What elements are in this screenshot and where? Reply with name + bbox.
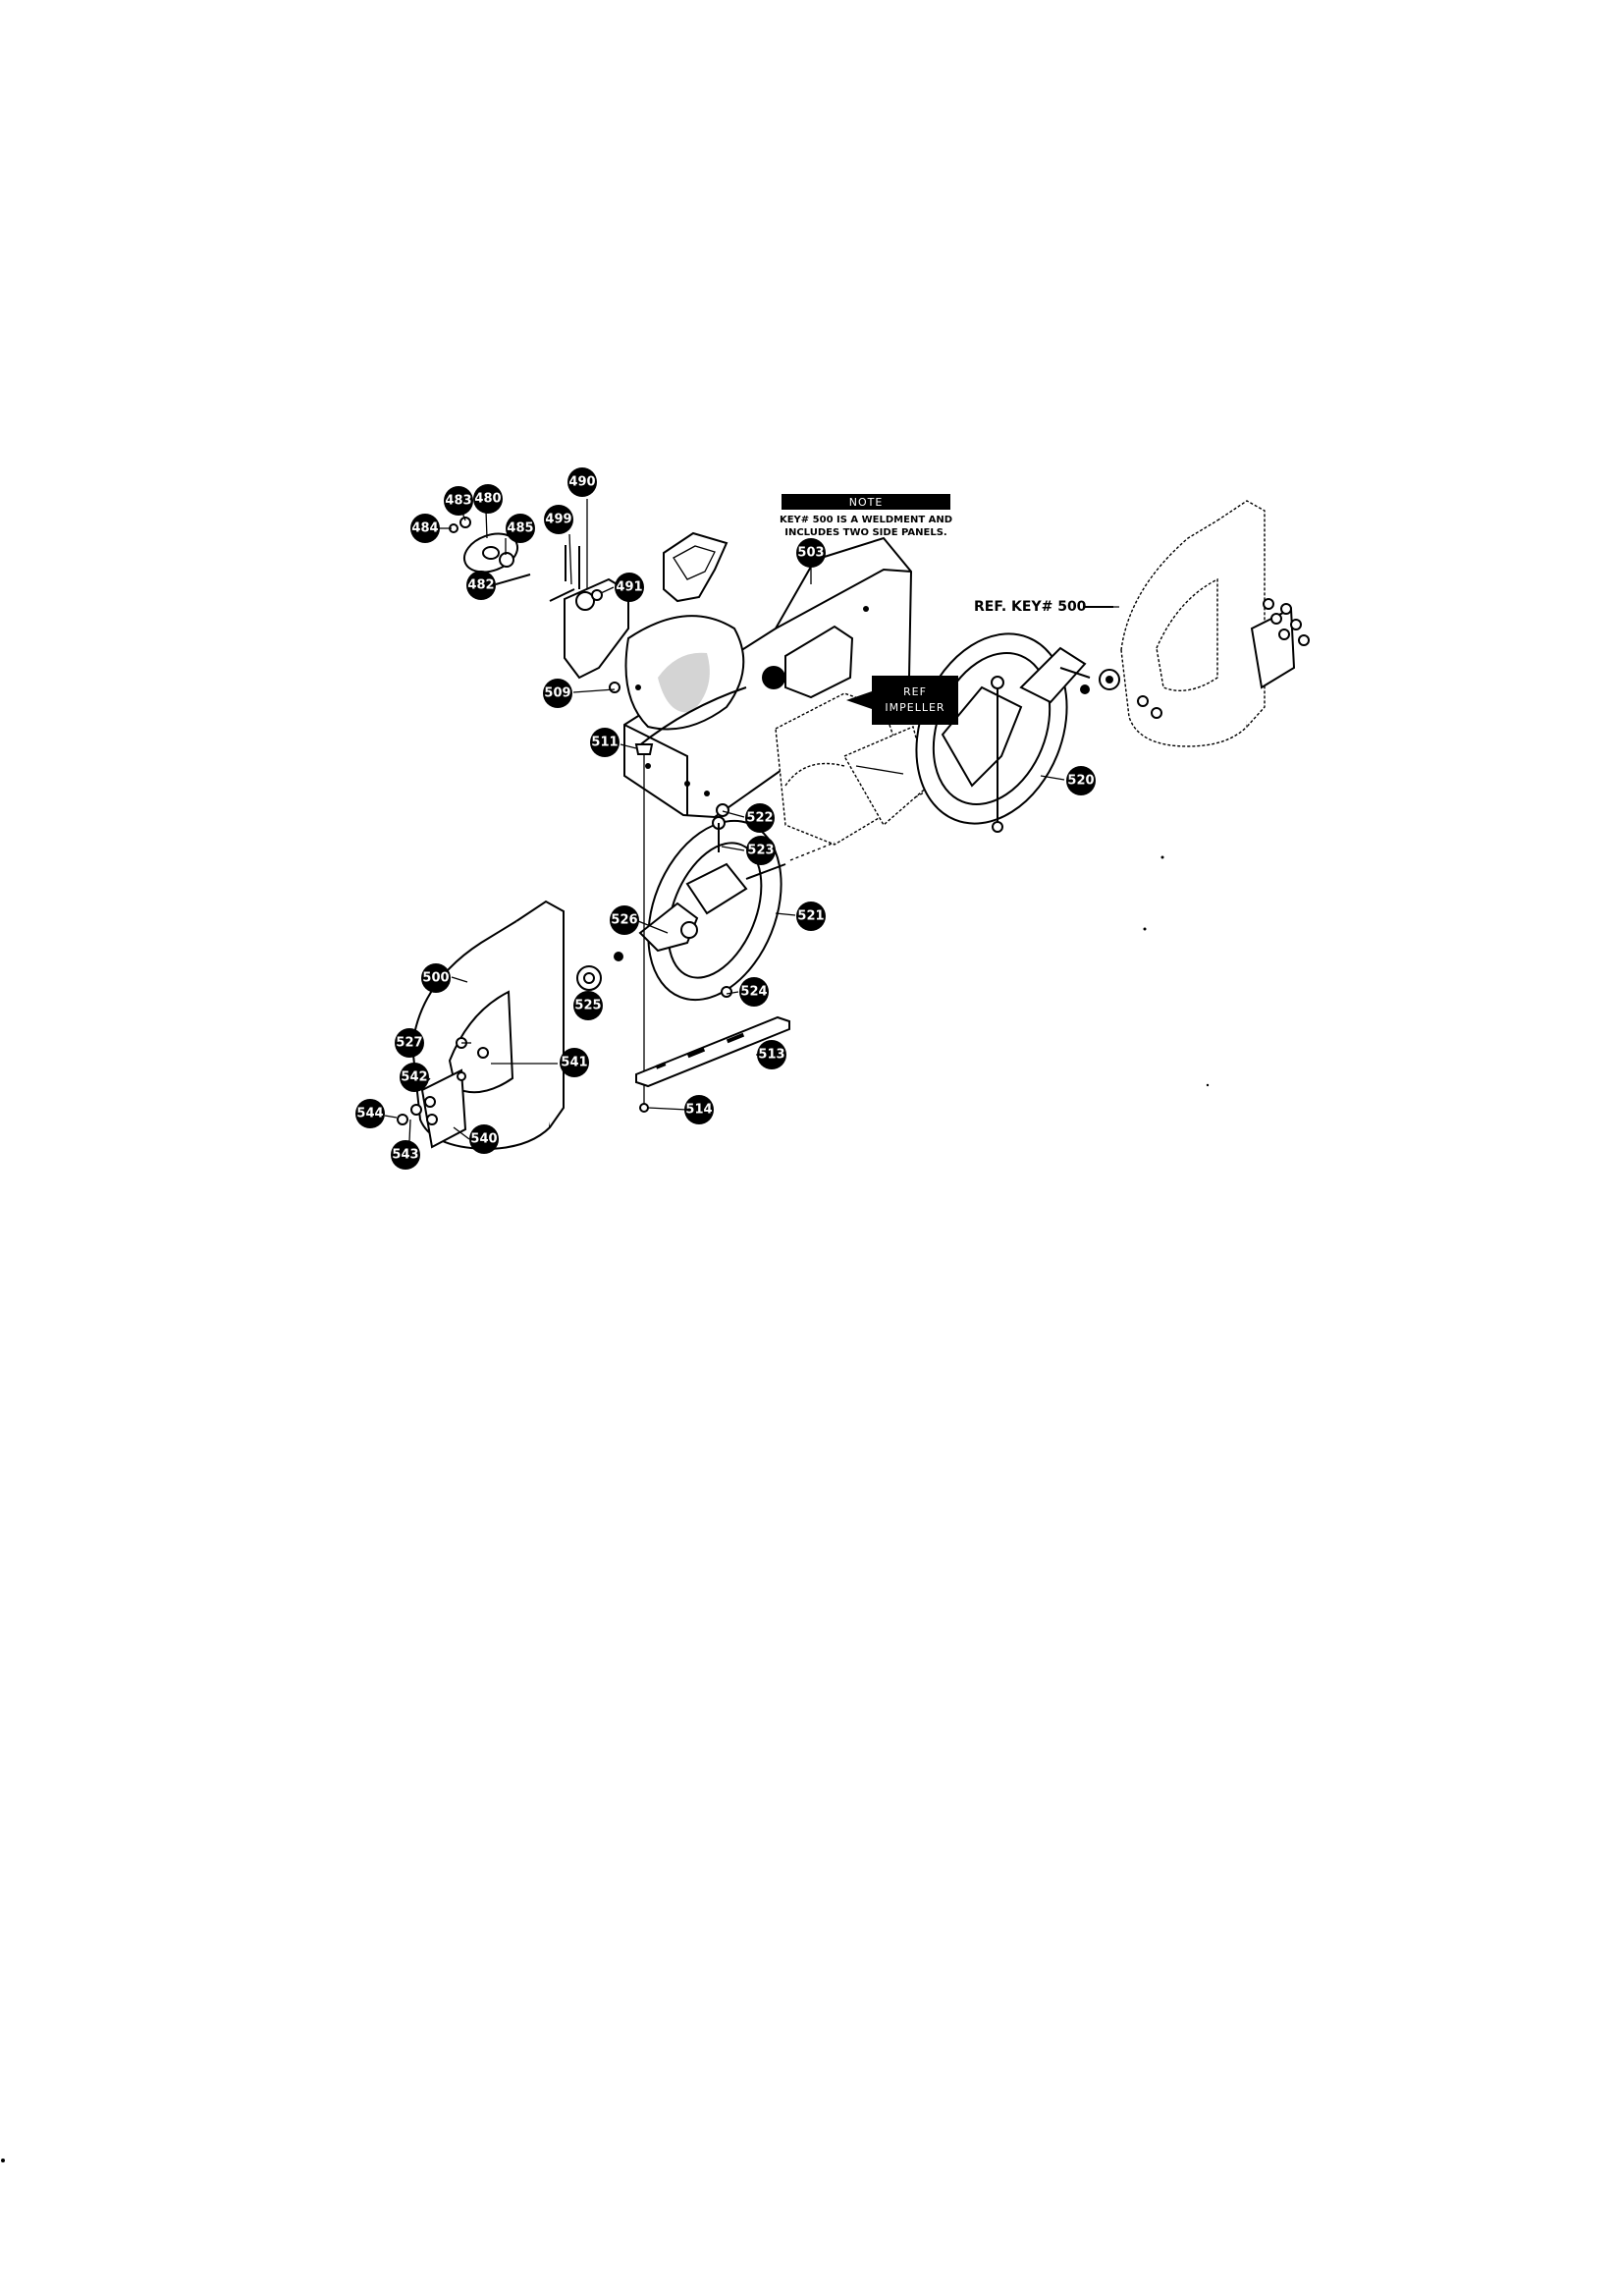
callout-540: 540 [469,1124,499,1154]
chute-drive-assembly [449,517,629,693]
svg-text:520: 520 [1067,774,1094,789]
callout-491: 491 [615,573,644,602]
callout-484: 484 [410,514,440,543]
ref-impeller-line-2: IMPELLER [885,701,944,714]
svg-text:503: 503 [797,546,824,561]
right-side-panel [1080,500,1310,747]
svg-text:527: 527 [396,1036,422,1051]
callout-503: 503 [796,538,826,568]
note-line-1: KEY# 500 IS A WELDMENT AND [780,515,952,525]
svg-text:525: 525 [574,999,601,1013]
svg-text:543: 543 [392,1148,418,1163]
svg-text:521: 521 [797,909,824,924]
callout-500: 500 [421,963,451,993]
svg-text:499: 499 [545,513,571,527]
callout-509: 509 [543,679,572,708]
svg-text:500: 500 [422,971,449,986]
svg-text:509: 509 [544,686,570,701]
svg-text:513: 513 [758,1048,784,1063]
callout-514: 514 [684,1095,714,1124]
svg-text:480: 480 [474,492,501,507]
callout-511: 511 [590,728,620,757]
shave-plate [635,1015,790,1113]
ref-impeller-label: REF IMPELLER [846,676,958,725]
left-auger [638,803,836,1002]
callout-525: 525 [573,991,603,1020]
scan-speck [1143,927,1147,931]
svg-text:540: 540 [470,1132,497,1147]
ref-impeller-line-1: REF [903,685,927,698]
svg-text:485: 485 [507,521,533,536]
callout-543: 543 [391,1140,420,1170]
auger-housing [623,531,913,819]
callout-485: 485 [506,514,535,543]
svg-text:524: 524 [740,985,767,1000]
svg-text:544: 544 [356,1107,383,1121]
callout-527: 527 [395,1028,424,1058]
left-side-panel [397,900,623,1151]
callout-524: 524 [739,977,769,1007]
impeller-reference [775,692,973,846]
svg-text:490: 490 [568,475,595,490]
note-label: NOTE KEY# 500 IS A WELDMENT AND INCLUDES… [780,494,952,538]
callout-480: 480 [473,484,503,514]
svg-text:483: 483 [445,494,471,509]
callout-544: 544 [355,1099,385,1128]
note-header: NOTE [849,496,884,509]
svg-text:523: 523 [747,844,774,858]
callout-499: 499 [544,505,573,534]
svg-text:511: 511 [591,736,618,750]
callout-521: 521 [796,902,826,931]
callout-526: 526 [610,905,639,935]
svg-text:482: 482 [467,578,494,593]
callout-483: 483 [444,486,473,516]
note-line-2: INCLUDES TWO SIDE PANELS. [784,527,946,538]
svg-text:542: 542 [401,1070,427,1085]
ref-key-label: REF. KEY# 500 [974,599,1087,615]
callout-490: 490 [567,467,597,497]
scan-speck [1,2159,5,2162]
scan-speck [1160,855,1164,859]
svg-text:484: 484 [411,521,438,536]
callout-520: 520 [1066,766,1096,795]
callout-523: 523 [746,836,776,865]
svg-text:514: 514 [685,1103,712,1118]
callout-542: 542 [400,1063,429,1092]
callout-482: 482 [466,571,496,600]
callout-522: 522 [745,803,775,833]
svg-text:541: 541 [561,1056,587,1070]
svg-text:491: 491 [616,580,642,595]
right-auger [915,632,1091,833]
callout-513: 513 [757,1040,786,1069]
bolt-511-head [634,743,654,755]
svg-text:522: 522 [746,811,773,826]
callout-541: 541 [560,1048,589,1077]
scan-speck [1206,1083,1210,1087]
svg-text:526: 526 [611,913,637,928]
